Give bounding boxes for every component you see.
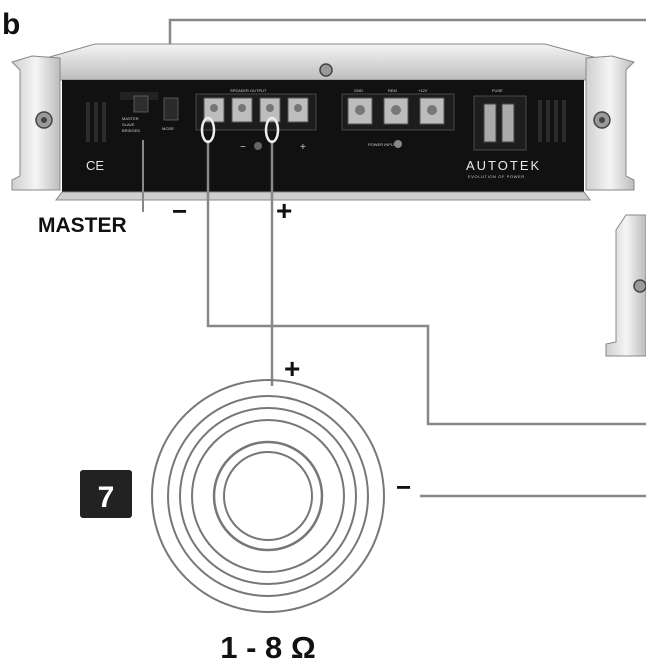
brand-tagline: EVOLUTION OF POWER <box>468 174 525 179</box>
mode-option-master: MASTER <box>122 116 139 121</box>
wire-terminal-loop <box>264 116 280 144</box>
amp-plus-label: + <box>276 195 292 226</box>
output-plus-mark: + <box>300 142 306 153</box>
step-badge: 7 <box>80 470 132 518</box>
power-terminal[interactable] <box>383 97 409 125</box>
speaker-icon <box>151 379 385 613</box>
ce-mark: CE <box>86 158 104 173</box>
negative-wire-to-second-amp <box>206 140 646 426</box>
mode-jack[interactable] <box>163 97 179 121</box>
impedance-label: 1 - 8 Ω <box>220 630 316 665</box>
speaker-output-label: SPEAKER OUTPUT <box>230 88 267 93</box>
power-input-label: POWER INPUT <box>368 142 397 147</box>
power-led-icon <box>394 140 402 148</box>
master-label: MASTER <box>38 214 127 237</box>
amplifier: MASTER SLAVE BRIDGED MODE CE SPEAKER OUT… <box>11 43 635 201</box>
step-number: 7 <box>98 481 115 514</box>
power-terminal[interactable] <box>347 97 373 125</box>
speaker-terminal[interactable] <box>287 97 309 123</box>
power-terminal-gnd-label: GND <box>354 88 363 93</box>
fuse-icon <box>483 103 497 143</box>
brand-logo: AUTOTEK <box>466 158 541 173</box>
speaker-plus-label: + <box>284 353 300 384</box>
power-terminal[interactable] <box>419 97 445 125</box>
second-amplifier <box>605 214 646 357</box>
mode-option-bridged: BRIDGED <box>122 128 140 133</box>
mode-option-slave: SLAVE <box>122 122 135 127</box>
fuse-icon <box>501 103 515 143</box>
power-terminal-rem-label: REM <box>388 88 397 93</box>
speaker-terminal[interactable] <box>203 97 225 123</box>
speaker-terminal[interactable] <box>231 97 253 123</box>
speaker-minus-label: − <box>396 472 411 502</box>
screw-icon <box>319 63 333 77</box>
speaker-terminal[interactable] <box>259 97 281 123</box>
fuse-holder <box>473 95 527 151</box>
mode-switch[interactable] <box>133 95 149 113</box>
wire-terminal-loop <box>200 116 216 144</box>
power-terminal-12v-label: +12V <box>418 88 428 93</box>
mode-label: MODE <box>162 126 174 131</box>
panel-letter: b <box>2 8 20 41</box>
output-minus-mark: − <box>240 142 246 153</box>
amp-minus-label: − <box>172 196 187 226</box>
screw-icon <box>633 279 646 293</box>
fuse-label: FUSE <box>492 88 503 93</box>
